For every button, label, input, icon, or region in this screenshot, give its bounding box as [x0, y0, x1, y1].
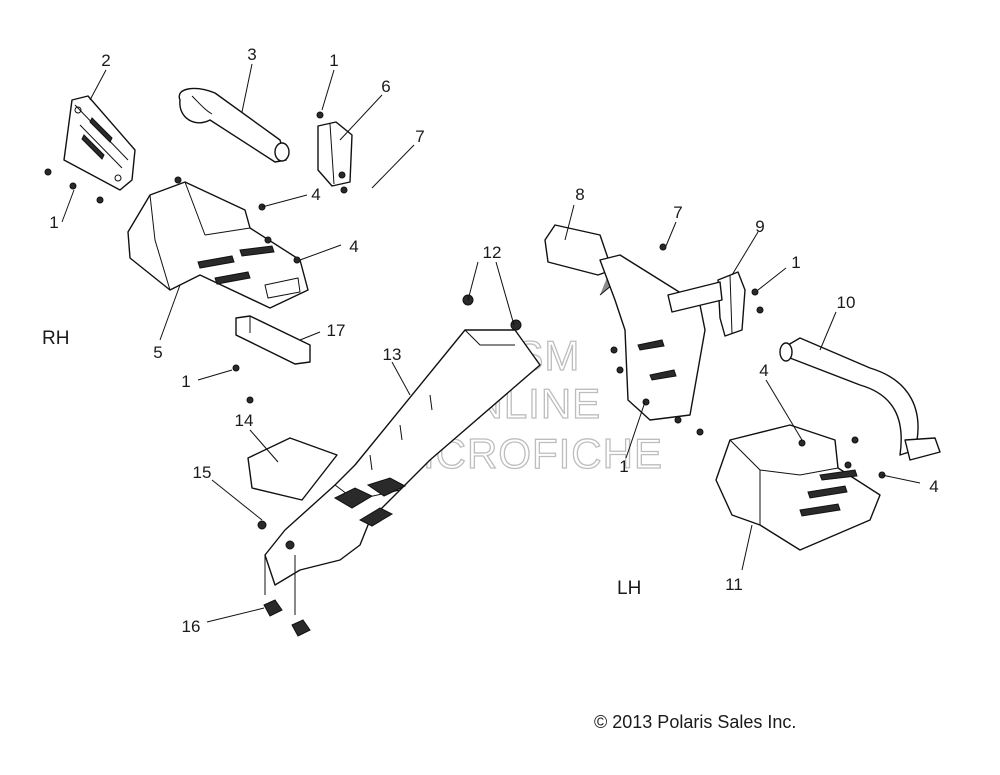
part-10-lh-handle[interactable] [779, 337, 941, 461]
callout-4: 4 [349, 237, 358, 256]
part-5-rh-panel[interactable] [127, 181, 309, 309]
part-13-floor-panel[interactable] [264, 329, 541, 586]
callout-7: 7 [673, 203, 682, 222]
callout-9: 9 [755, 217, 764, 236]
callout-10: 10 [837, 293, 856, 312]
callout-3: 3 [247, 45, 256, 64]
callout-1: 1 [791, 253, 800, 272]
side-label-lh: LH [617, 578, 641, 599]
part-9-bracket[interactable] [717, 271, 746, 337]
side-label-rh: RH [42, 328, 69, 349]
part-16-clips[interactable] [263, 555, 311, 637]
callout-11: 11 [725, 575, 743, 594]
callout-2: 2 [101, 51, 110, 70]
callout-7: 7 [415, 127, 424, 146]
callout-12: 12 [483, 243, 502, 262]
fasteners [44, 111, 886, 550]
callout-1: 1 [49, 213, 58, 232]
copyright-text: © 2013 Polaris Sales Inc. [594, 712, 796, 732]
callout-4: 4 [311, 185, 320, 204]
callout-4: 4 [929, 477, 938, 496]
callout-17: 17 [327, 321, 346, 340]
callout-15: 15 [193, 463, 212, 482]
callout-1: 1 [329, 51, 338, 70]
part-3-rh-handle[interactable] [178, 87, 290, 163]
callout-1: 1 [181, 372, 190, 391]
part-2-rh-bracket[interactable] [63, 95, 136, 191]
callout-1: 1 [619, 457, 628, 476]
lh-mount-arm[interactable] [599, 254, 723, 421]
callout-4: 4 [759, 361, 768, 380]
callouts: 2 3 1 6 7 4 1 4 5 17 1 8 7 9 1 12 10 13 … [49, 45, 938, 636]
part-6-bracket[interactable] [317, 121, 353, 187]
leader-lines [61, 63, 921, 623]
callout-13: 13 [383, 345, 402, 364]
part-11-lh-panel[interactable] [715, 424, 881, 551]
callout-8: 8 [575, 185, 584, 204]
callout-16: 16 [182, 617, 201, 636]
callout-5: 5 [153, 343, 162, 362]
part-17-strip[interactable] [235, 315, 311, 365]
callout-14: 14 [235, 411, 254, 430]
part-14-decal[interactable] [247, 437, 338, 501]
callout-6: 6 [381, 77, 390, 96]
